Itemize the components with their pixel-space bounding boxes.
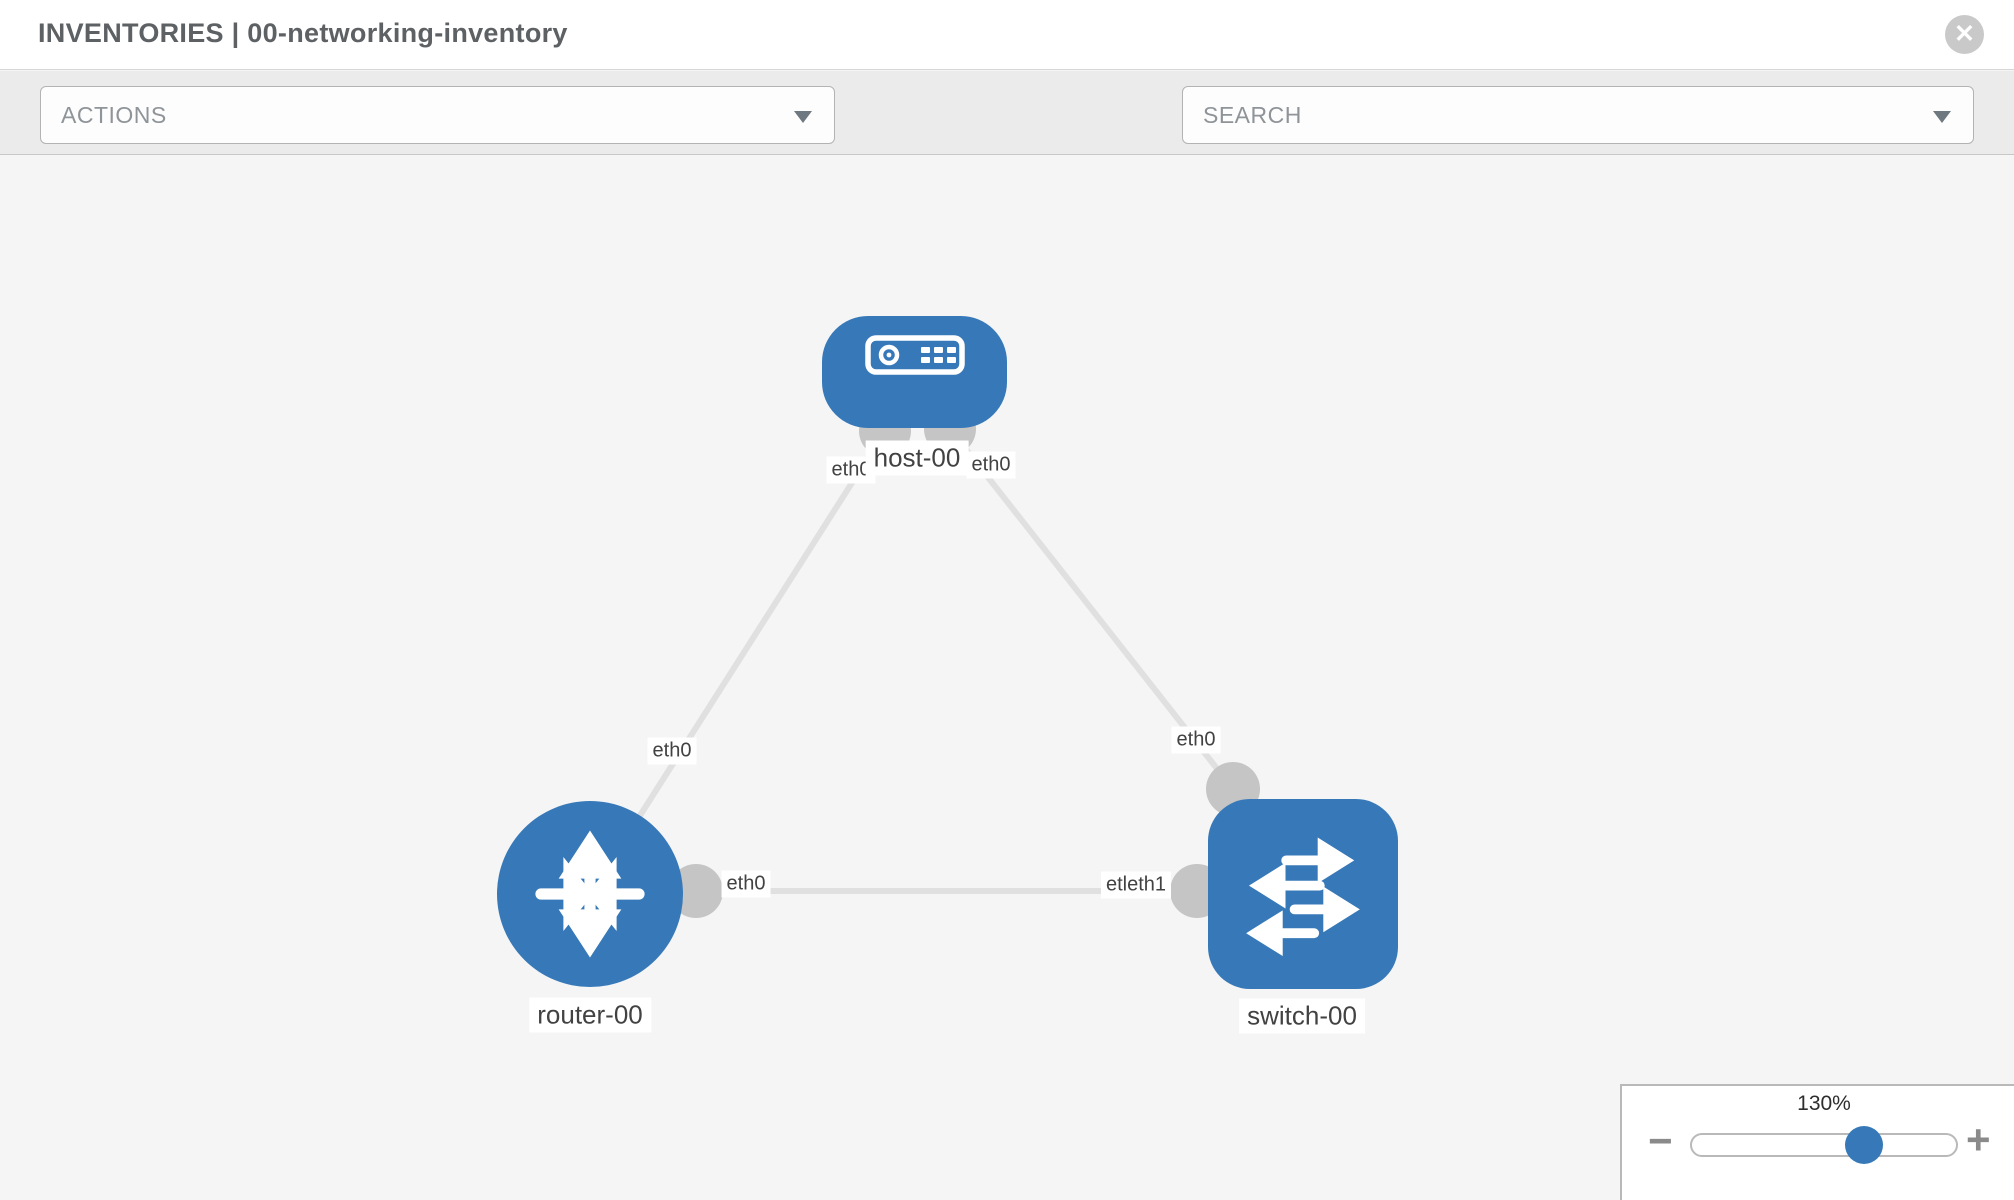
node-label-host: host-00 xyxy=(865,440,969,476)
node-label-router: router-00 xyxy=(529,997,651,1033)
links-layer xyxy=(587,403,1300,918)
router-icon xyxy=(535,830,645,958)
zoom-in-button[interactable]: + xyxy=(1966,1116,1991,1163)
page-title: INVENTORIES | 00-networking-inventory xyxy=(38,18,568,48)
iface-label-switch-top: eth0 xyxy=(1171,726,1221,754)
iface-label-host-right: eth0 xyxy=(966,451,1016,479)
topology-canvas[interactable]: eth0 eth0 eth0 eth0 eth0 etleth1 host-00… xyxy=(0,156,2014,1200)
host-icon xyxy=(865,335,965,375)
title-bar: INVENTORIES | 00-networking-inventory ✕ xyxy=(0,0,2014,70)
zoom-slider-handle[interactable] xyxy=(1845,1126,1883,1164)
node-label-switch: switch-00 xyxy=(1239,998,1365,1034)
zoom-out-button[interactable]: − xyxy=(1648,1117,1673,1164)
zoom-slider-track[interactable] xyxy=(1690,1133,1958,1157)
caret-down-icon xyxy=(794,111,812,123)
node-router-00[interactable] xyxy=(497,801,683,987)
iface-label-mid-switch-end: etleth1 xyxy=(1100,871,1172,899)
actions-dropdown[interactable]: ACTIONS xyxy=(40,86,835,144)
switch-icon xyxy=(1246,837,1360,957)
close-icon[interactable]: ✕ xyxy=(1945,15,1984,54)
search-dropdown[interactable]: SEARCH xyxy=(1182,86,1974,144)
zoom-level-value: 130% xyxy=(1797,1092,1851,1115)
search-dropdown-label: SEARCH xyxy=(1203,101,1302,128)
node-host-00[interactable] xyxy=(822,316,1007,428)
zoom-panel: 130% − + xyxy=(1620,1084,2014,1200)
iface-label-router-top: eth0 xyxy=(647,737,697,765)
caret-down-icon xyxy=(1933,111,1951,123)
toolbar: ACTIONS SEARCH xyxy=(0,71,2014,206)
node-switch-00[interactable] xyxy=(1208,799,1398,989)
iface-label-mid-router-end: eth0 xyxy=(721,870,771,898)
actions-dropdown-label: ACTIONS xyxy=(61,101,167,128)
